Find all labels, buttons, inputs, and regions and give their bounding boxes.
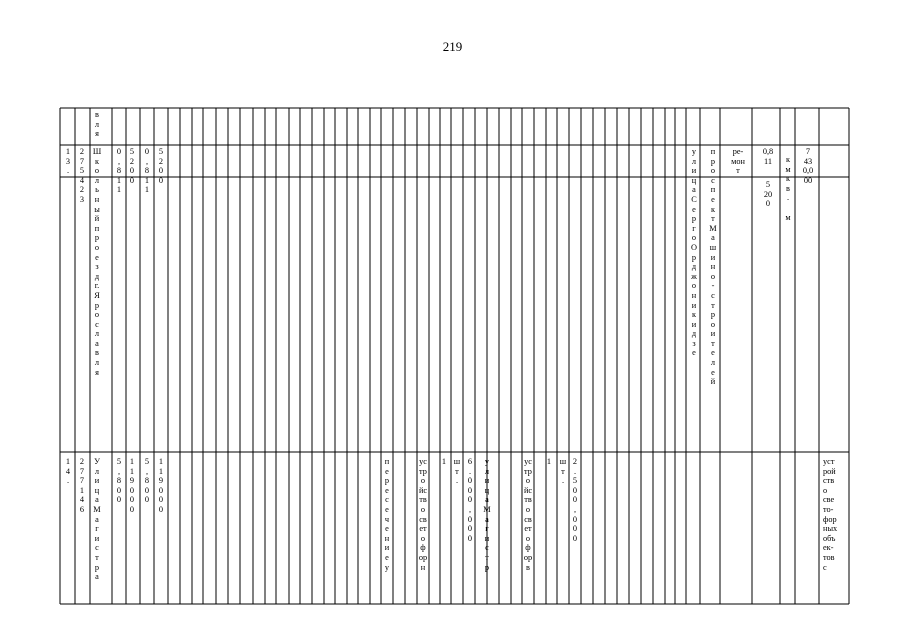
row-14-code: 2 7 7 1 4 6 [79,457,85,514]
row-14-quantity-2: 1 [546,457,552,466]
row-14-length-2: 5 , 8 0 0 [144,457,150,505]
row-13-amount-top: 0,8 11 [762,147,774,166]
row-14-unit-1: ш т . [453,457,461,486]
row-14-note: уст рой ств о све то- фор ных объ ек- то… [823,457,838,572]
row-13-number: 1 3 . [65,147,71,176]
row-13-length-2: 0 , 8 1 1 [144,147,150,195]
row-13-cost: 7 43 0,0 00 [802,147,814,185]
row-13-area-1: 5 2 0 0 [129,147,135,185]
row-13-street-1: у л и ц а С е р г о О р д ж о н и к и д … [691,147,697,358]
row-13-work-type: ре- мон т [731,147,745,176]
page-number: 219 [442,39,463,54]
row-13-length-1: 0 , 8 1 1 [116,147,122,195]
row-13-name: Ш к о л ь н ы й п р о е з д г. Я р о с л… [92,147,102,377]
row-14-street: у л и ц а М а г и с т р [483,457,491,572]
row-13-amount-bottom: 5 20 0 [763,180,773,209]
row-14-unit-2: ш т . [559,457,567,486]
row-14-area-1: 1 1 9 0 0 0 [129,457,135,514]
row-14-quantity-1: 1 [441,457,447,466]
row-13-code: 2 7 5 4 2 3 [79,147,85,204]
row-14-name: У л и ц а М а г и с т р а [93,457,101,582]
row-13-street-2: п р о с п е к т М а ш и н о - с т р о и … [709,147,717,387]
header-name-tail: в л я [94,110,100,139]
row-13-unit: к м к в . м [785,155,791,222]
row-14-area-2: 1 1 9 0 0 0 [158,457,164,514]
row-14-number: 1 4 . [65,457,71,486]
row-14-device-2: ус тр о йс тв о св ет о ф ор в [523,457,533,572]
row-14-cost-1: 6 . 0 0 0 , 0 0 0 [467,457,473,543]
row-14-length-1: 5 , 8 0 0 [116,457,122,505]
row-13-area-2: 5 2 0 0 [158,147,164,185]
row-14-cost-2: 2 . 5 0 0 , 0 0 0 [572,457,578,543]
row-14-crossing: п е р е с е ч е н и е у [384,457,390,572]
row-14-device-1: ус тр о йс тв о св ет о ф ор н [418,457,428,572]
